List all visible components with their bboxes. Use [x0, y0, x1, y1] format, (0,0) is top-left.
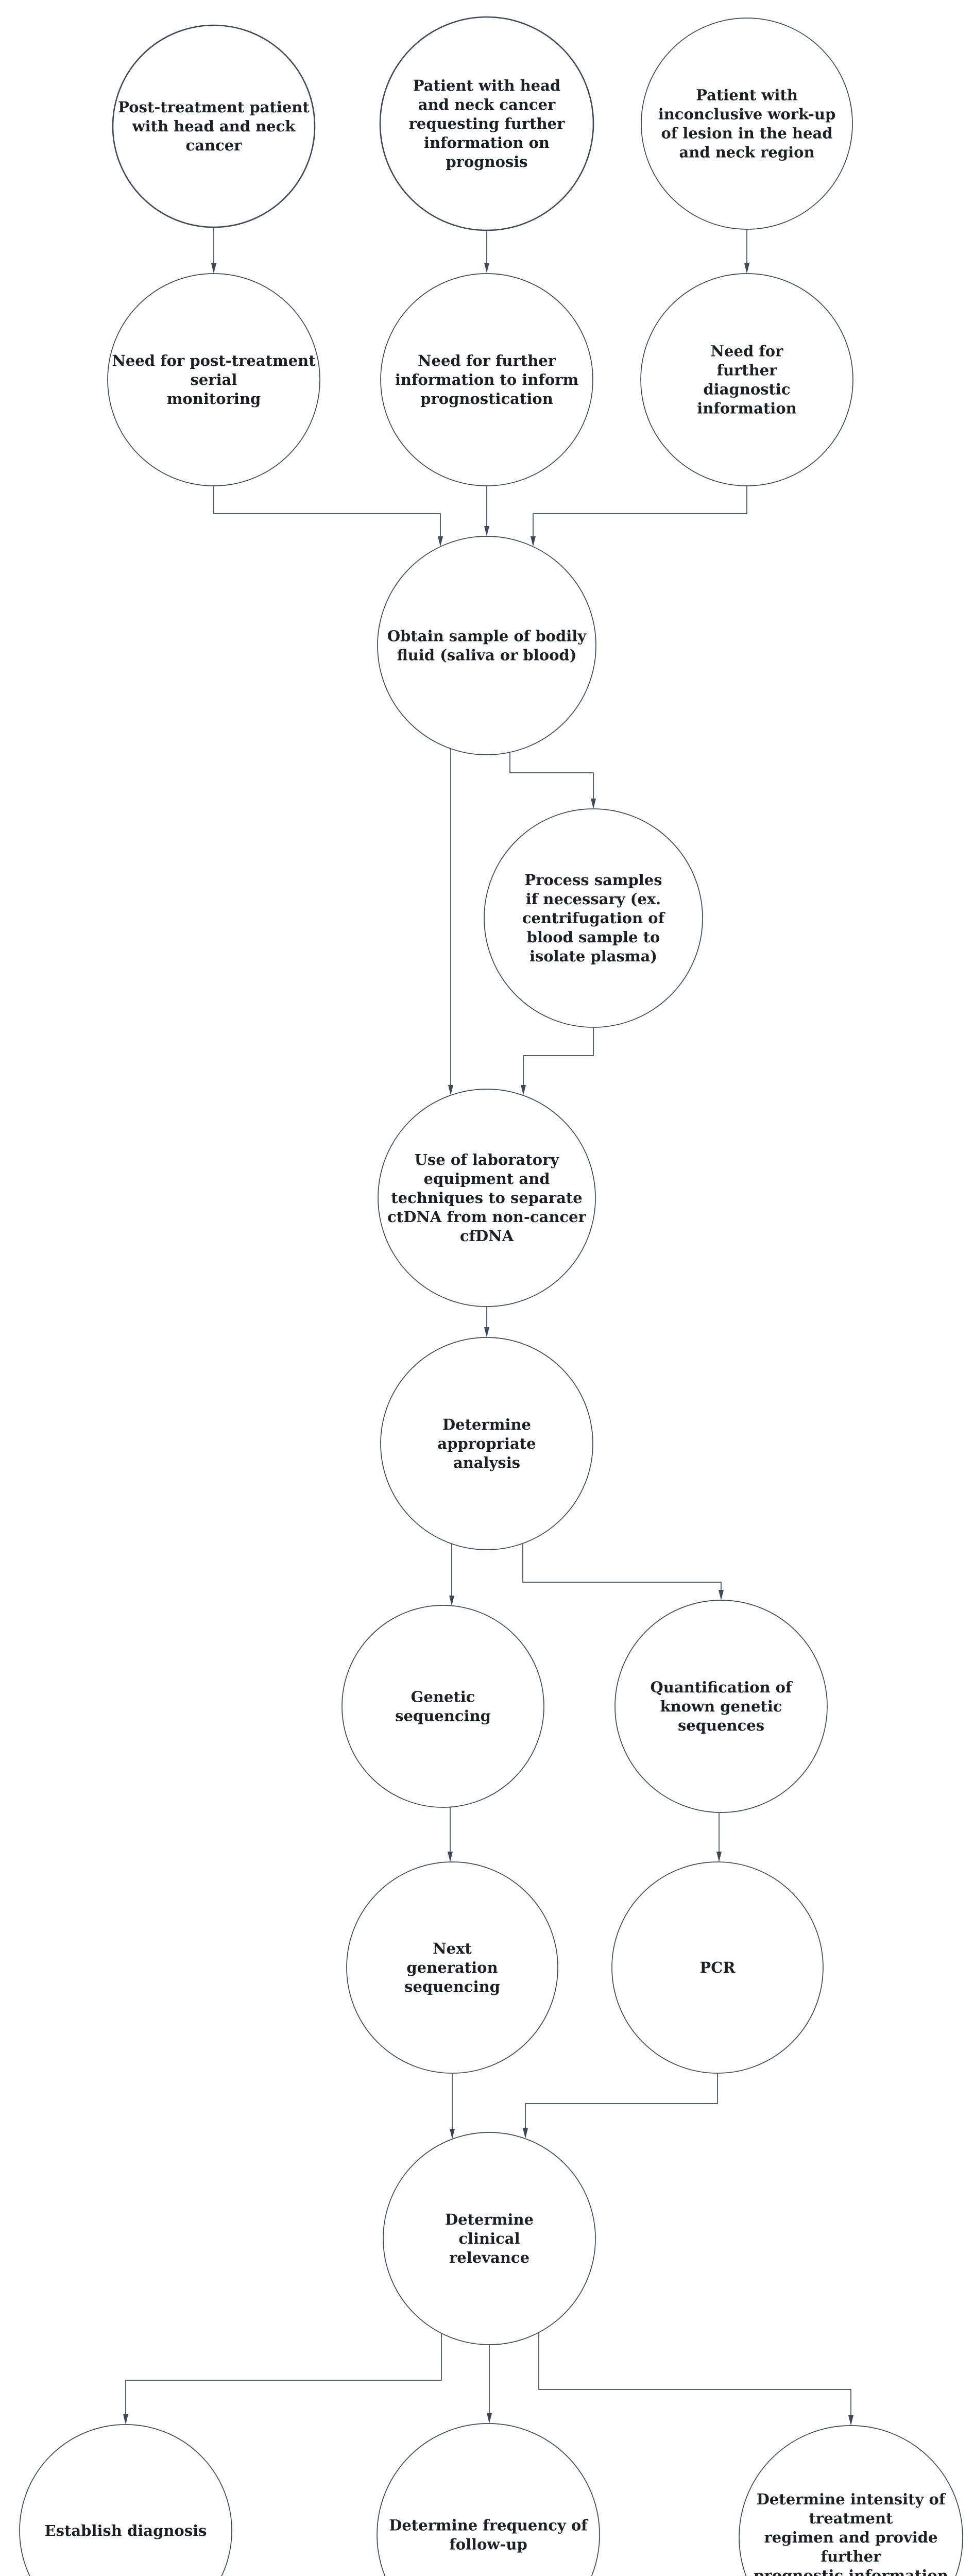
edge-determine-analysis-to-quantification	[522, 1544, 724, 1600]
node-circle-need-prognostication-info	[380, 273, 593, 486]
node-circle-separate-ctdna	[378, 1089, 596, 1307]
node-pcr: PCR	[611, 1861, 824, 2074]
node-circle-post-treatment-patient	[112, 24, 316, 228]
node-circle-pcr	[611, 1861, 824, 2074]
node-circle-patient-requesting-prognosis-info	[379, 16, 594, 231]
edge-process-samples-to-separate-ctdna	[521, 1028, 594, 1095]
node-label-establish-diagnosis: Establish diagnosis	[45, 2522, 207, 2539]
node-circle-need-diagnostic-info	[640, 273, 853, 486]
node-circle-process-samples	[484, 808, 703, 1028]
node-establish-diagnosis: Establish diagnosis	[19, 2424, 232, 2576]
node-circle-determine-clinical-relevance	[383, 2132, 596, 2345]
node-circle-determine-followup-frequency	[377, 2423, 600, 2576]
edge-layer	[123, 228, 853, 2426]
edge-diagnostic-need-to-obtain-sample	[531, 486, 747, 547]
node-circle-genetic-sequencing	[341, 1605, 544, 1808]
edge-obtain-sample-to-process-samples	[509, 753, 596, 809]
node-circle-quantification-known-sequences	[614, 1600, 828, 1813]
edge-serial-monitoring-to-obtain-sample	[213, 486, 443, 547]
edge-clinical-relevance-to-treatment-intensity	[538, 2333, 853, 2426]
node-circle-obtain-sample	[377, 536, 596, 755]
node-label-pcr: PCR	[700, 1959, 736, 1976]
edge-clinical-relevance-to-establish-diagnosis	[123, 2334, 442, 2425]
node-circle-establish-diagnosis	[19, 2424, 232, 2576]
node-circle-patient-inconclusive-workup	[641, 18, 853, 230]
node-circle-need-serial-monitoring	[107, 273, 320, 486]
node-circle-next-generation-sequencing	[346, 1861, 558, 2074]
edge-pcr-to-clinical-relevance	[523, 2074, 718, 2139]
node-circle-determine-analysis	[380, 1337, 593, 1550]
node-circle-determine-treatment-intensity	[739, 2425, 963, 2576]
